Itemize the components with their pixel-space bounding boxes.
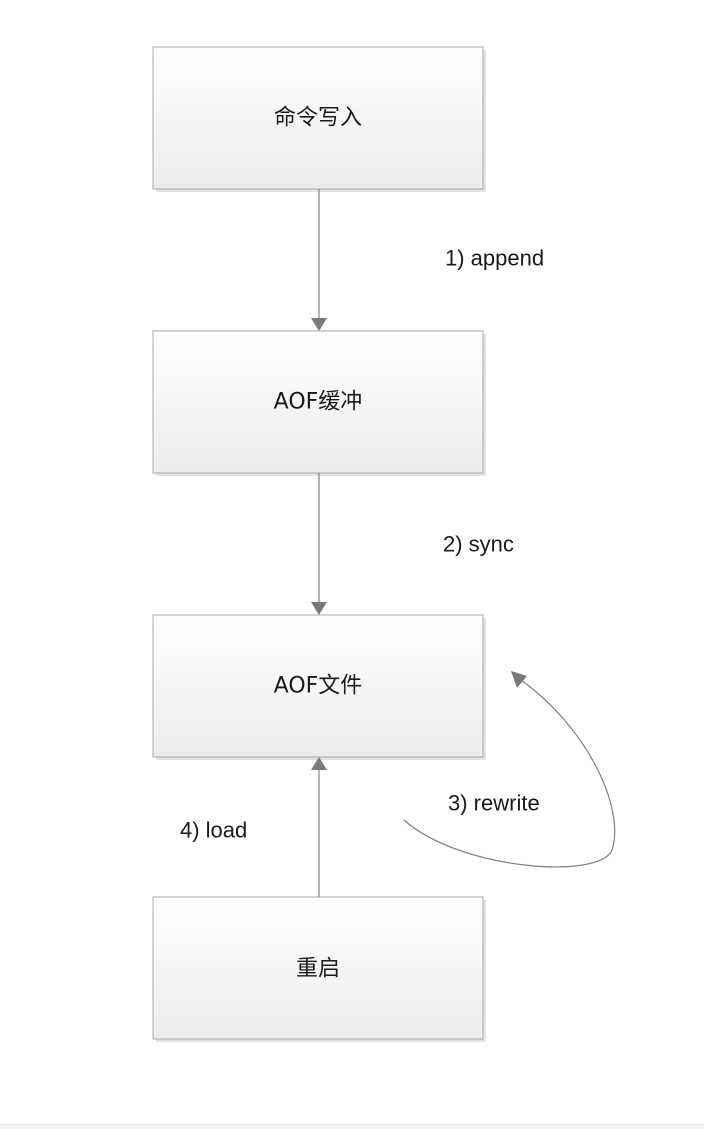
edge-append — [311, 189, 327, 331]
edge-rewrite — [403, 671, 616, 868]
edge-load-label: 4) load — [180, 818, 247, 843]
node-aof-buffer-label: AOF缓冲 — [274, 390, 363, 415]
node-aof-file: AOF文件 — [152, 614, 486, 760]
node-restart-label: 重启 — [296, 957, 340, 982]
edge-sync-label: 2) sync — [443, 532, 514, 557]
edge-rewrite-label: 3) rewrite — [448, 791, 540, 816]
node-aof-file-label: AOF文件 — [274, 674, 363, 699]
edge-append-arrowhead — [311, 318, 327, 331]
edge-append-label: 1) append — [445, 246, 544, 271]
edge-rewrite-arrowhead — [511, 671, 527, 688]
page-bottom-divider — [0, 1124, 704, 1129]
node-command-write-label: 命令写入 — [274, 106, 362, 131]
edge-load — [311, 757, 327, 897]
edge-sync — [311, 473, 327, 615]
edge-rewrite-curve — [403, 679, 616, 868]
node-aof-buffer: AOF缓冲 — [152, 330, 486, 476]
edge-sync-arrowhead — [311, 602, 327, 615]
edge-load-arrowhead — [311, 757, 327, 770]
node-command-write: 命令写入 — [152, 46, 486, 192]
node-restart: 重启 — [152, 896, 486, 1042]
